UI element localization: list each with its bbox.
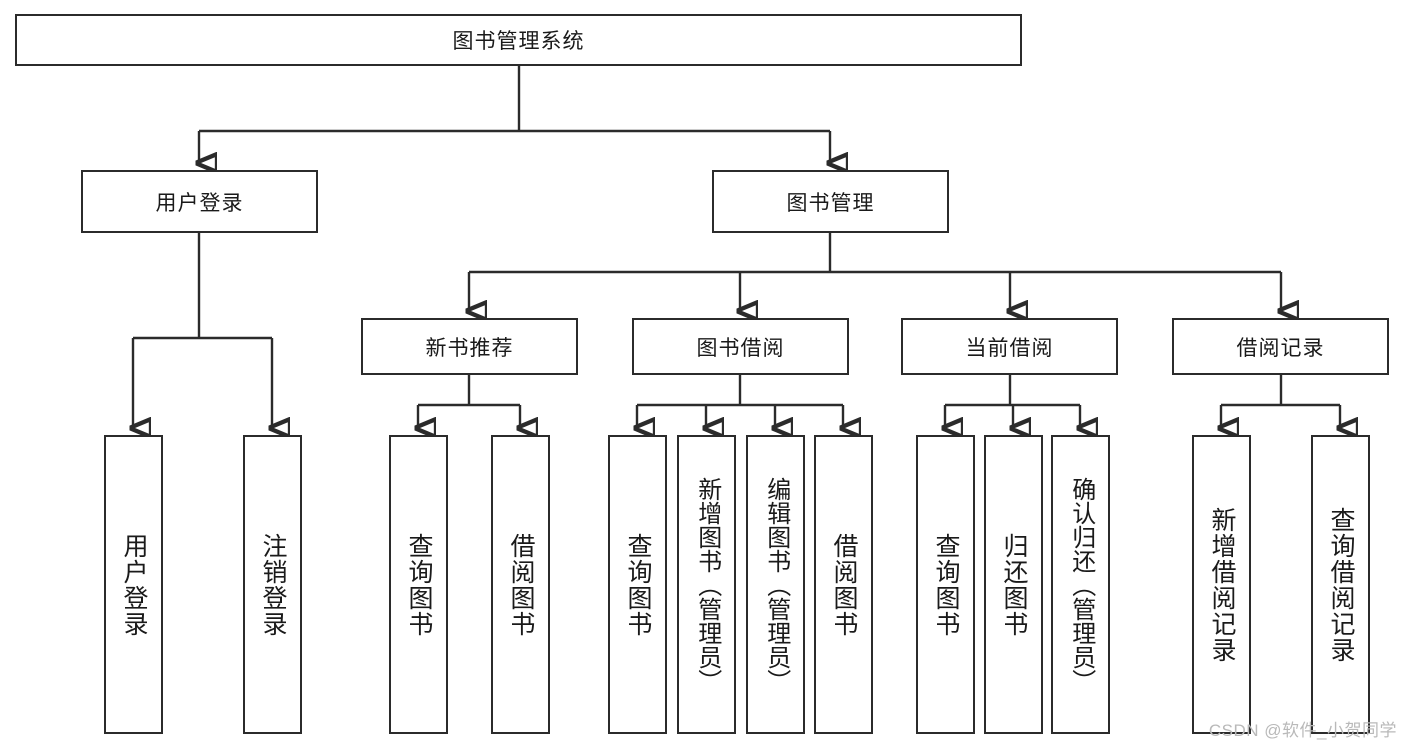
leaf-records-add-record[interactable]: 新增借阅记录 <box>1192 435 1251 734</box>
leaf-current-query-books[interactable]: 查询图书 <box>916 435 975 734</box>
node-label: 查询图书 <box>405 532 433 637</box>
leaf-user-login-logout[interactable]: 注销登录 <box>243 435 302 734</box>
node-label: 图书管理 <box>786 191 875 215</box>
node-user-login[interactable]: 用户登录 <box>81 170 318 233</box>
node-book-borrowing[interactable]: 图书借阅 <box>632 318 849 375</box>
node-label: 当前借阅 <box>965 336 1054 360</box>
leaf-records-query-record[interactable]: 查询借阅记录 <box>1311 435 1370 734</box>
node-current-borrowing[interactable]: 当前借阅 <box>901 318 1118 375</box>
node-label: 确认归还（管理员） <box>1067 476 1095 693</box>
node-label: 图书管理系统 <box>452 30 585 53</box>
node-label: 新增借阅记录 <box>1208 506 1236 663</box>
node-label: 编辑图书（管理员） <box>762 476 790 693</box>
csdn-watermark: CSDN @软件_小贺同学 <box>1208 721 1397 740</box>
leaf-current-return-books[interactable]: 归还图书 <box>984 435 1043 734</box>
node-new-book-recommendation[interactable]: 新书推荐 <box>361 318 578 375</box>
node-label: 注销登录 <box>259 532 287 637</box>
leaf-current-confirm-return-admin[interactable]: 确认归还（管理员） <box>1051 435 1110 734</box>
leaf-borrow-borrow-books[interactable]: 借阅图书 <box>814 435 873 734</box>
node-label: 新书推荐 <box>425 336 514 360</box>
leaf-user-login-login[interactable]: 用户登录 <box>104 435 163 734</box>
leaf-new-book-borrow-books[interactable]: 借阅图书 <box>491 435 550 734</box>
node-label: 查询图书 <box>624 532 652 637</box>
node-label: 图书借阅 <box>696 336 785 360</box>
node-label: 用户登录 <box>120 532 148 637</box>
leaf-borrow-add-book-admin[interactable]: 新增图书（管理员） <box>677 435 736 734</box>
node-label: 用户登录 <box>155 191 244 215</box>
node-label: 借阅图书 <box>507 532 535 637</box>
node-root-book-management-system[interactable]: 图书管理系统 <box>15 14 1022 66</box>
leaf-borrow-query-books[interactable]: 查询图书 <box>608 435 667 734</box>
node-label: 查询借阅记录 <box>1327 506 1355 663</box>
node-label: 新增图书（管理员） <box>693 476 721 693</box>
leaf-borrow-edit-book-admin[interactable]: 编辑图书（管理员） <box>746 435 805 734</box>
node-label: 借阅记录 <box>1236 336 1325 360</box>
node-book-management[interactable]: 图书管理 <box>712 170 949 233</box>
node-label: 借阅图书 <box>830 532 858 637</box>
node-label: 归还图书 <box>1000 532 1028 637</box>
node-label: 查询图书 <box>932 532 960 637</box>
leaf-new-book-query-books[interactable]: 查询图书 <box>389 435 448 734</box>
node-borrowing-records[interactable]: 借阅记录 <box>1172 318 1389 375</box>
